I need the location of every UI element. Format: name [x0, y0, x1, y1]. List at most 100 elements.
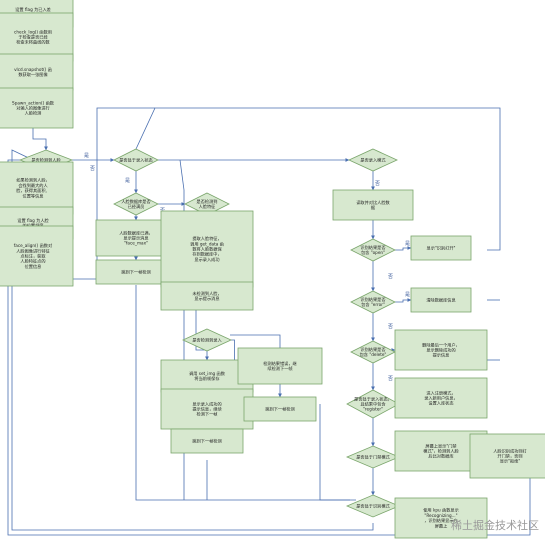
node-label: 人脸数据库是否: [121, 198, 150, 205]
node-label: 模式"，检测到人脸: [423, 448, 459, 455]
process-shape: [160, 210, 254, 288]
node-label: 显示录入成功的: [192, 400, 221, 407]
node-label: 是否处于门禁模式: [356, 454, 390, 461]
node-label: 清除数据库信息: [426, 297, 455, 304]
loop-connector: [135, 107, 501, 251]
loop-connector: [11, 149, 374, 531]
node-label: 跳到下一帧检测: [192, 438, 221, 445]
process-shape: [394, 497, 488, 539]
node-label: check_log() 函数用: [14, 28, 52, 35]
edge-label: 否: [90, 166, 95, 172]
node-label: 显示提示消息: [194, 295, 219, 302]
node-label: 包含 "delete": [360, 351, 387, 358]
node-label: 跳到下一帧检测: [265, 406, 294, 413]
process-shape: [410, 235, 472, 261]
edge-label: 否: [388, 324, 393, 330]
decision-node: 是否检测到录入: [182, 328, 232, 352]
process-node: 清除数据库信息: [410, 287, 472, 313]
node-label: 存到数据库中，: [192, 251, 221, 258]
node-label: 人脸检测: [25, 110, 42, 117]
connector-arrow: [32, 128, 48, 151]
loop-connector: [53, 107, 155, 280]
node-label: 是否检测到人脸: [31, 157, 61, 164]
node-label: 设置 flag 为已入差: [15, 6, 51, 13]
decision-shape: [113, 148, 159, 172]
node-label: 使用 kpu 函数显示: [423, 507, 459, 514]
node-label: 人脸特征: [199, 203, 217, 210]
node-label: ，识别结果显示在: [424, 517, 458, 524]
decision-node: 是否处于录入状态: [113, 148, 159, 172]
node-label: 如果检测到人脸，: [16, 177, 50, 184]
decision-shape: [350, 290, 396, 314]
node-label: 包含 "error": [361, 301, 385, 308]
node-label: 设置 flag 为人脸: [17, 217, 49, 224]
node-label: 屏幕上显示"门禁: [425, 442, 456, 449]
node-label: 显示删除成功的: [426, 347, 455, 354]
decision-node: 是否处于录入状态，且结果中包含"register": [346, 389, 400, 419]
node-label: 读取并对比人脸数: [356, 199, 390, 206]
node-label: 是否处于识别模式: [356, 503, 390, 510]
edge-label: 否: [388, 274, 393, 280]
process-shape: [160, 388, 254, 430]
process-node: 跳到下一帧检测: [170, 428, 244, 454]
connector-arrow: [395, 246, 412, 251]
edge-label: 是: [405, 292, 410, 298]
node-label: 识别结果是否: [360, 244, 385, 251]
node-label: 检测结果错误，继: [263, 360, 297, 367]
edge-label: 是: [405, 241, 410, 247]
node-label: 脸，获得其面积、: [16, 187, 50, 194]
process-node: 显示"识别打开": [410, 235, 472, 261]
process-shape: [394, 329, 488, 371]
loop-connector: [319, 404, 356, 501]
node-label: 后比对数据库: [428, 453, 453, 460]
process-node: 跳到下一帧检测: [243, 396, 317, 422]
node-label: face_align() 函数对: [14, 242, 52, 249]
node-label: 录入新用户信息，: [424, 395, 458, 402]
node-label: 是否处于录入状态: [119, 157, 153, 164]
process-shape: [237, 347, 323, 385]
node-label: 点标注，获取: [20, 253, 46, 260]
node-label: 于检查是否已经: [18, 34, 48, 41]
node-label: 数获取一张图像: [18, 71, 48, 78]
edge-label: 否: [388, 376, 393, 382]
node-label: 调用 set_img 函数: [189, 370, 226, 377]
node-label: 删除最后一个用户，: [422, 341, 460, 348]
connector-arrow: [395, 298, 412, 303]
process-shape: [469, 433, 545, 479]
watermark: 稀土掘金技术社区: [451, 520, 539, 532]
decision-node: 是否处于门禁模式: [345, 445, 401, 469]
node-label: 显示"拒绝": [500, 458, 521, 464]
process-node: 未检测到人脸，显示提示消息: [160, 281, 254, 311]
node-label: 检查未将曲线的数: [16, 39, 50, 46]
node-label: 开门禁，否则: [497, 453, 522, 460]
process-shape: [160, 281, 254, 311]
node-label: 提示信息: [433, 352, 450, 359]
decision-shape: [345, 494, 401, 518]
process-shape: [332, 189, 414, 221]
node-label: 提取人脸特征，: [192, 235, 221, 242]
node-label: 检测下一帧: [197, 411, 218, 418]
decision-shape: [346, 389, 400, 419]
process-node: 进入注册模式，录入新用户信息，设置入库状态: [394, 377, 488, 419]
node-label: 已经满员: [128, 203, 145, 210]
node-label: 将当前帧保存: [194, 375, 219, 382]
decision-node: 是否处于识别模式: [345, 494, 401, 518]
loop-connector: [135, 285, 350, 501]
node-label: 人脸图像进行特征: [16, 247, 50, 254]
node-label: 是否检测到录入: [192, 337, 222, 344]
